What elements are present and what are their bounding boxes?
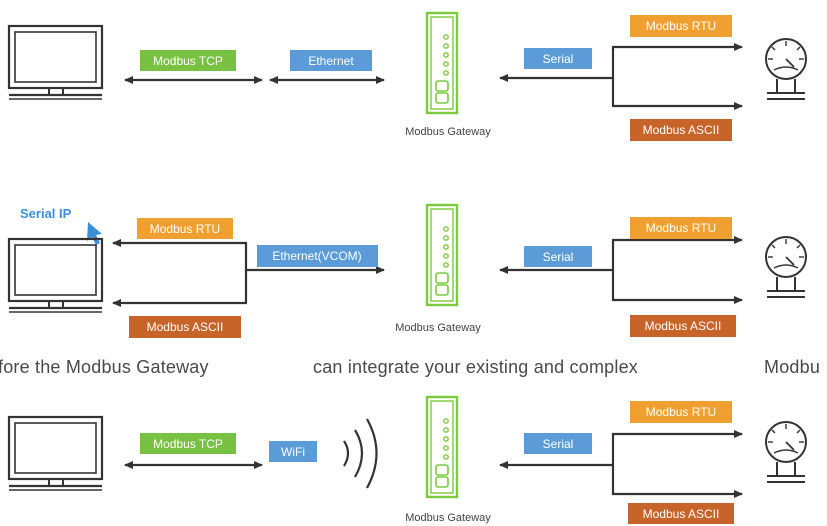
tag-modbus-rtu-text: Modbus RTU — [646, 19, 716, 33]
gauge-icon — [765, 236, 807, 298]
computer-icon — [7, 237, 104, 314]
tag-wifi — [269, 441, 317, 462]
gateway-label: Modbus Gateway — [405, 512, 491, 524]
gateway-icon — [425, 203, 459, 307]
tag-wifi-text: WiFi — [281, 445, 305, 459]
tag-serial — [524, 246, 592, 267]
tag-modbus-ascii-text: Modbus ASCII — [643, 507, 720, 521]
tag-serial — [524, 433, 592, 454]
tag-ethernet-vcom-text: Ethernet(VCOM) — [272, 249, 361, 263]
gauge-icon — [765, 421, 807, 483]
tag-modbus-rtu-left-text: Modbus RTU — [150, 222, 220, 236]
diagram-1: Modbus TCP Ethernet Modbus Gateway Seria… — [7, 11, 807, 141]
caption-part-2: can integrate your existing and complex — [313, 357, 638, 377]
tag-modbus-rtu-right-text: Modbus RTU — [646, 221, 716, 235]
tag-modbus-ascii-right — [630, 315, 736, 337]
computer-icon — [7, 24, 104, 101]
tag-modbus-ascii-text: Modbus ASCII — [643, 123, 720, 137]
tag-modbus-tcp — [140, 50, 236, 71]
tag-ethernet-vcom — [257, 245, 378, 267]
tag-ethernet-text: Ethernet — [308, 54, 354, 68]
tag-modbus-ascii-left-text: Modbus ASCII — [147, 320, 224, 334]
tag-serial-text: Serial — [543, 52, 574, 66]
cursor-icon — [87, 222, 102, 245]
tag-modbus-rtu-right — [630, 217, 732, 239]
tag-serial — [524, 48, 592, 69]
serial-ip-label: Serial IP — [20, 206, 72, 221]
tag-modbus-rtu-text: Modbus RTU — [646, 405, 716, 419]
tag-modbus-ascii-left — [129, 316, 241, 338]
caption-part-1: fore the Modbus Gateway — [0, 357, 209, 377]
caption-text: fore the Modbus Gateway can integrate yo… — [0, 357, 827, 385]
tag-serial-text: Serial — [543, 437, 574, 451]
tag-serial-text: Serial — [543, 250, 574, 264]
caption-part-3: Modbu — [764, 357, 821, 377]
gateway-label: Modbus Gateway — [395, 322, 481, 334]
tag-modbus-tcp-text: Modbus TCP — [153, 54, 223, 68]
tag-modbus-rtu — [630, 401, 732, 423]
gauge-icon — [765, 38, 807, 100]
gateway-icon — [425, 395, 459, 499]
diagram-3: Modbus TCP WiFi Modbus Gateway Serial Mo… — [7, 395, 807, 524]
tag-modbus-ascii-right-text: Modbus ASCII — [645, 319, 722, 333]
tag-modbus-ascii — [630, 119, 732, 141]
tag-modbus-tcp — [140, 433, 236, 454]
computer-icon — [7, 415, 104, 492]
diagram-2: Serial IP Modbus RTU Modbus ASCII Ethern… — [7, 203, 807, 338]
tag-modbus-ascii — [628, 503, 734, 524]
gateway-label: Modbus Gateway — [405, 126, 491, 138]
tag-modbus-rtu — [630, 15, 732, 37]
tag-ethernet — [290, 50, 372, 71]
tag-modbus-rtu-left — [137, 218, 233, 239]
gateway-icon — [425, 11, 459, 115]
tag-modbus-tcp-text: Modbus TCP — [153, 437, 223, 451]
wireless-signal-icon — [343, 418, 378, 489]
